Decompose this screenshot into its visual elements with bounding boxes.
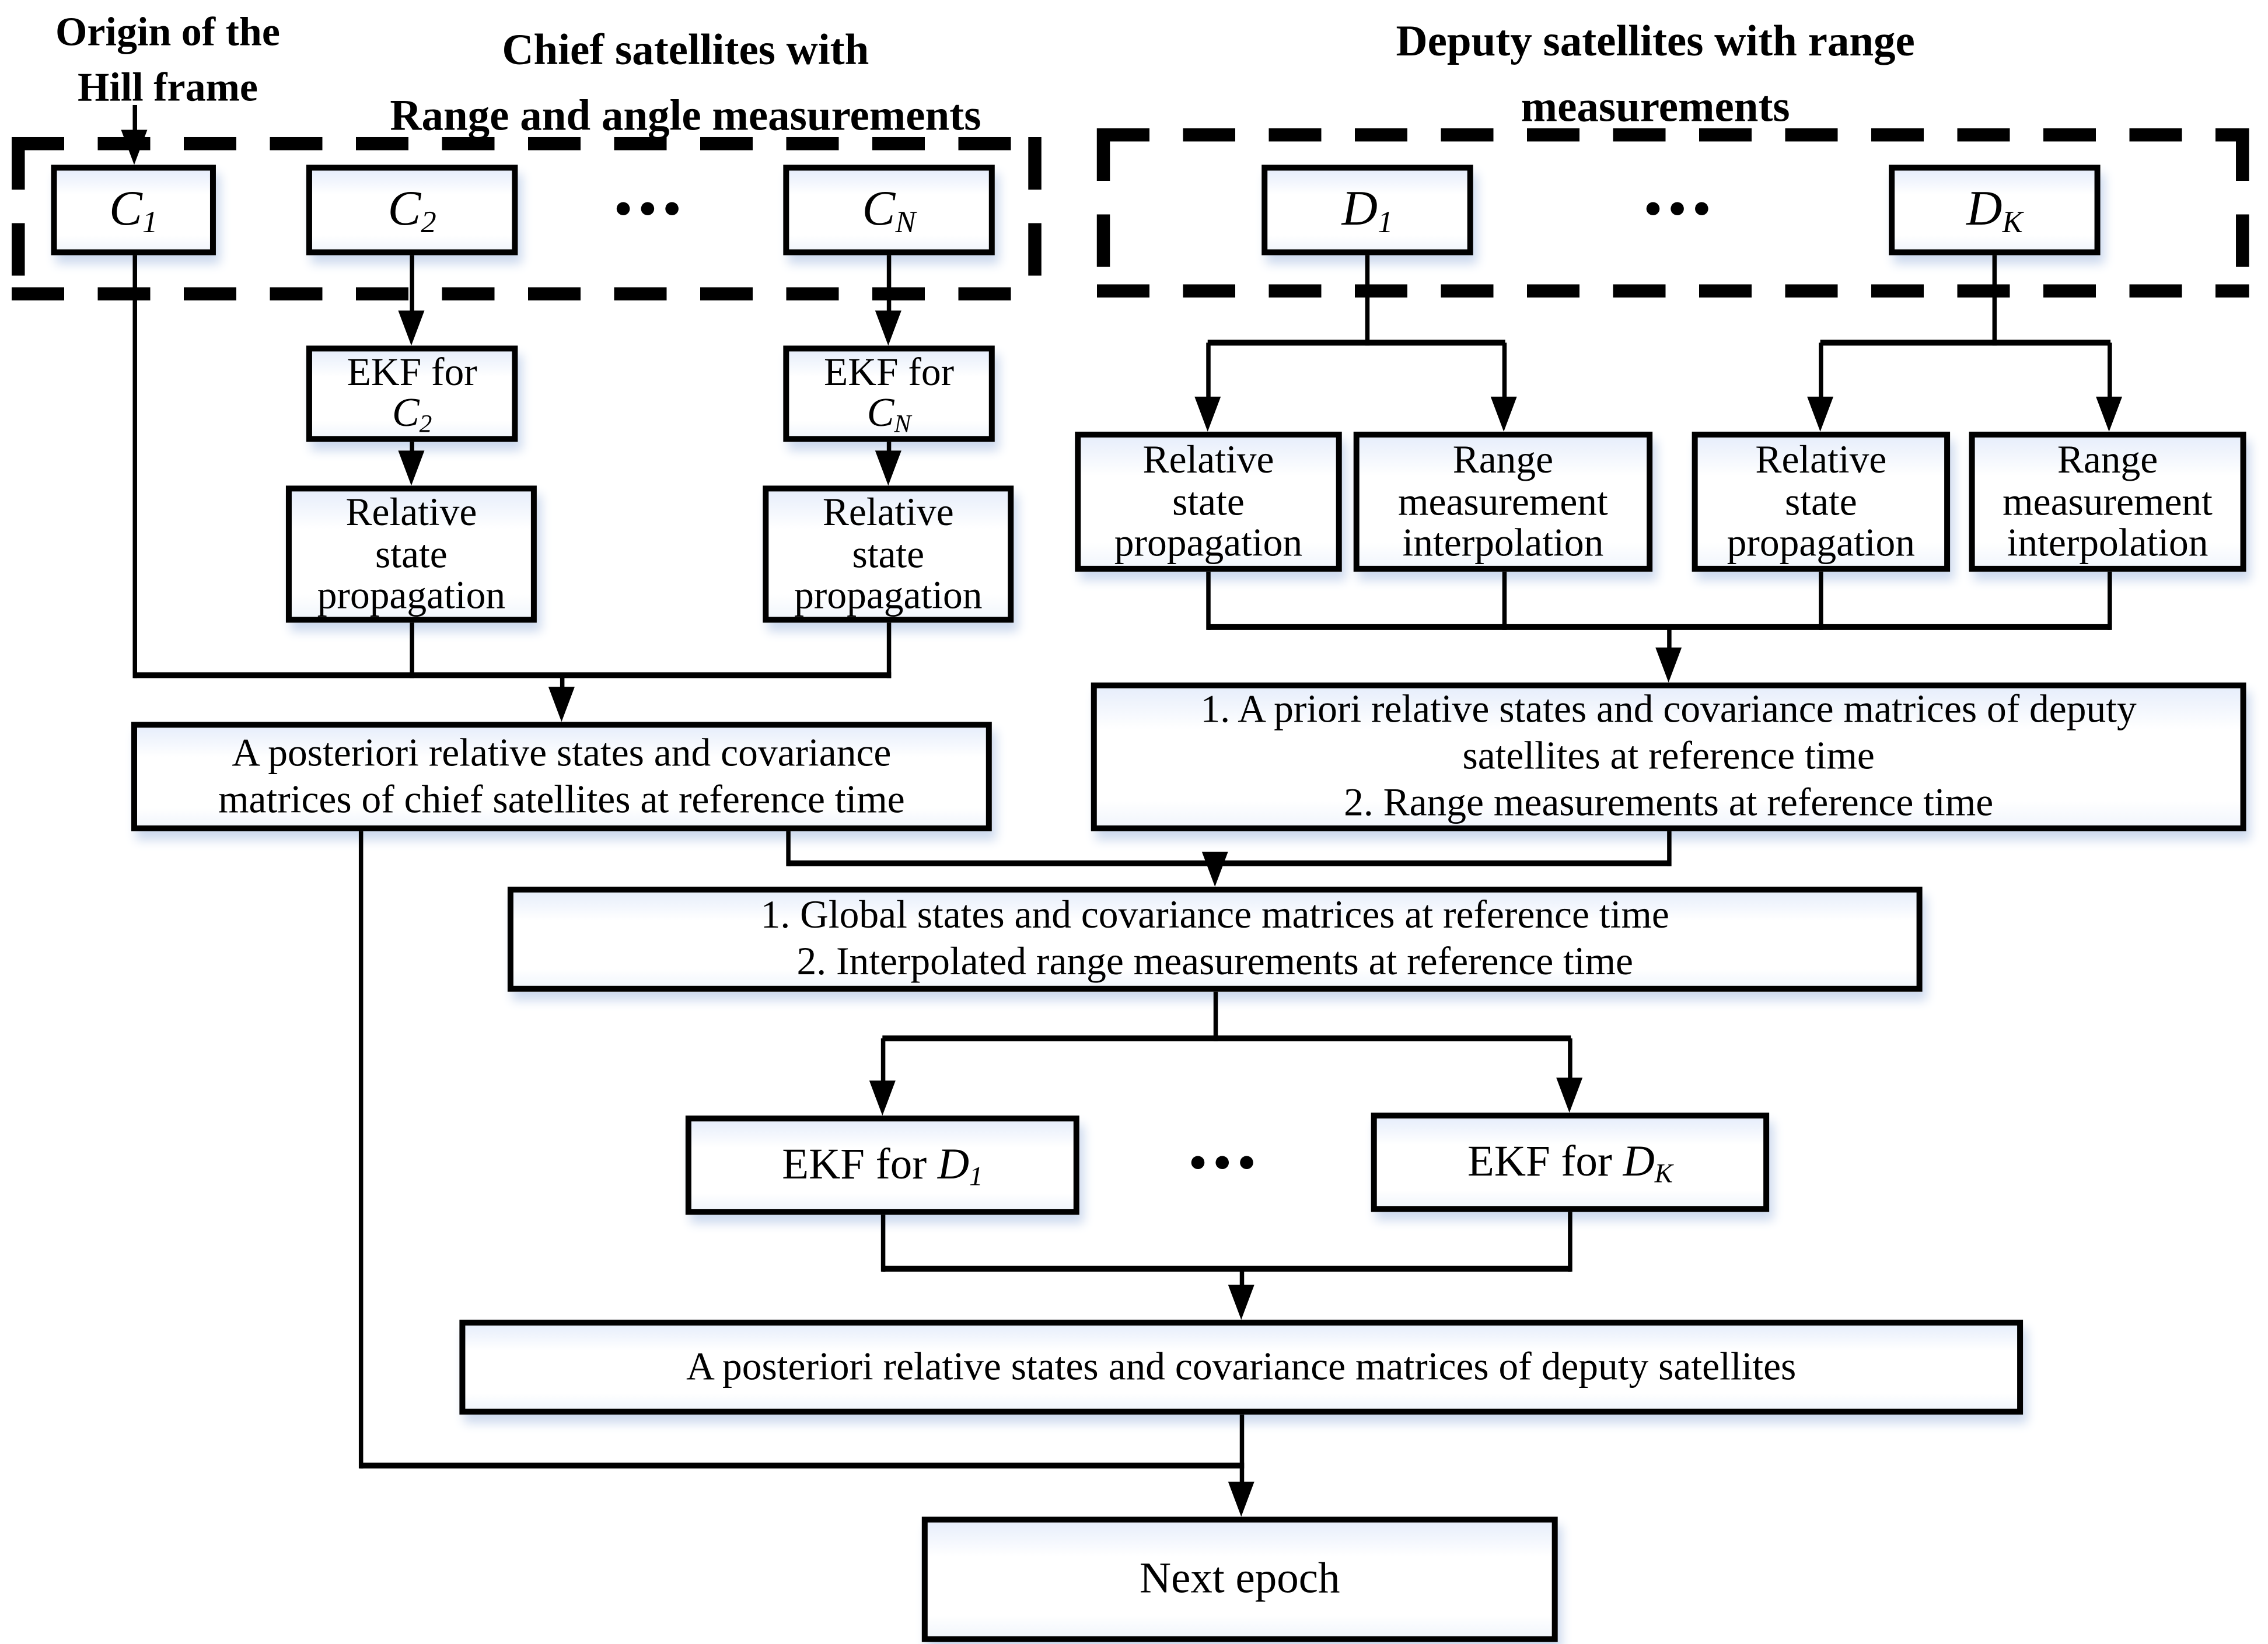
connector-ekf-merge-bar (882, 1265, 1571, 1272)
arrowhead-d1-to-rmi (1490, 396, 1517, 432)
connector-rmid1-down (1502, 571, 1507, 630)
chief-group-dashed-box (11, 137, 1042, 300)
node-cn: CN (783, 165, 995, 256)
arrowhead-to-ekfd1 (869, 1080, 896, 1116)
connector-cn-to-ekf (886, 255, 892, 314)
connector-chief-merge-bar (134, 672, 892, 678)
dashed-edge (1096, 128, 1110, 298)
connector-deputyprior-down (1667, 831, 1672, 866)
connector-dk-to-rsp (1819, 342, 1823, 401)
connector-ekfd1-down (880, 1215, 886, 1272)
node-global-states: 1. Global states and covariance matrices… (507, 886, 1923, 992)
connector-dk-to-rmi (2108, 342, 2112, 401)
arrowhead-ekfcn-to-rsp (875, 450, 901, 486)
connector-merge-to-deputyprior (1667, 627, 1672, 650)
node-rsp-d1: Relative state propagation (1075, 431, 1342, 572)
ellipsis-deputy: ●●● (1644, 189, 1717, 225)
arrowhead-to-deputy-priori (1655, 647, 1682, 683)
connector-deputy-merge-bar (1207, 624, 2111, 630)
ellipsis-ekf-row: ●●● (1189, 1143, 1262, 1178)
node-rsp-c2: Relative state propagation (285, 485, 537, 623)
dashed-edge (2236, 128, 2249, 298)
connector-to-ekfdk (1568, 1038, 1572, 1081)
connector-d1-split-bar (1207, 340, 1505, 346)
connector-bottom-bar (360, 1463, 1245, 1469)
dashed-edge (1028, 137, 1042, 300)
arrowhead-ekfc2-to-rsp (398, 450, 425, 486)
connector-origin-to-c1 (132, 104, 137, 134)
title-chief-group: Chief satellites with Range and angle me… (390, 26, 981, 140)
title-deputy-group: Deputy satellites with range measurement… (1396, 17, 1915, 131)
arrowhead-to-ekfdk (1556, 1078, 1583, 1113)
connector-merge-to-deputypost (1239, 1268, 1245, 1289)
connector-c2-to-ekf (410, 255, 414, 314)
node-d1: D1 (1261, 165, 1473, 256)
connector-rspdk-down (1819, 571, 1823, 630)
node-deputy-priori: 1. A priori relative states and covarian… (1091, 682, 2246, 831)
connector-ekfdk-down (1568, 1212, 1572, 1272)
connector-d1-to-rmi (1502, 342, 1507, 401)
arrowhead-to-chief-posteriori (548, 687, 575, 722)
connector-ekfc2-to-rsp (410, 442, 414, 455)
arrowhead-to-deputy-posteriori (1228, 1285, 1254, 1320)
connector-ekf-split-bar (882, 1035, 1571, 1041)
connector-dk-down (1992, 255, 1997, 346)
connector-global-down (1213, 991, 1218, 1041)
node-dk: DK (1889, 165, 2101, 256)
arrowhead-to-global-states (1201, 851, 1228, 887)
node-rmi-d1: Range measurement interpolation (1353, 431, 1653, 572)
connector-merge-to-chiefpost (560, 675, 565, 693)
connector-dk-split-bar (1820, 340, 2111, 346)
connector-global-merge-bar (787, 860, 1671, 866)
node-c2: C2 (306, 165, 518, 256)
arrowhead-dk-to-rsp (1807, 396, 1834, 432)
connector-deputypost-down (1239, 1414, 1245, 1485)
connector-to-ekfd1 (880, 1038, 886, 1084)
node-next-epoch: Next epoch (921, 1516, 1558, 1642)
label-origin-hill-frame: Origin of the Hill frame (55, 10, 280, 111)
connector-chiefpost-down (786, 831, 791, 866)
node-rmi-dk: Range measurement interpolation (1969, 431, 2246, 572)
connector-d1-to-rsp (1206, 342, 1211, 401)
connector-chiefpost-long-down (358, 831, 364, 1469)
node-ekf-cn: EKF for CN (783, 345, 995, 442)
deputy-group-dashed-box (1096, 128, 2249, 298)
dashed-edge (1096, 284, 2249, 298)
dashed-edge (11, 137, 25, 300)
dashed-edge (1096, 128, 2249, 142)
connector-rmidk-down (2108, 571, 2112, 630)
node-deputy-posteriori: A posteriori relative states and covaria… (459, 1320, 2024, 1415)
node-ekf-c2: EKF for C2 (306, 345, 518, 442)
dashed-edge (11, 137, 1042, 151)
connector-rspcn-down (886, 622, 892, 678)
connector-rspd1-down (1206, 571, 1211, 630)
node-rsp-cn: Relative state propagation (763, 485, 1014, 623)
arrowhead-c2-to-ekf (398, 310, 425, 346)
dashed-edge (11, 287, 1042, 300)
arrowhead-d1-to-rsp (1194, 396, 1221, 432)
arrowhead-origin-to-c1 (121, 130, 148, 165)
connector-d1-down (1365, 255, 1370, 346)
node-rsp-dk: Relative state propagation (1692, 431, 1951, 572)
connector-ekfcn-to-rsp (886, 442, 892, 455)
connector-rspc2-down (410, 622, 414, 678)
ellipsis-chief: ●●● (614, 189, 687, 225)
arrowhead-cn-to-ekf (875, 310, 901, 346)
node-chief-posteriori: A posteriori relative states and covaria… (131, 722, 992, 831)
arrowhead-to-next-epoch (1228, 1481, 1254, 1517)
node-c1: C1 (51, 165, 216, 256)
connector-c1-down (132, 255, 137, 678)
arrowhead-dk-to-rmi (2096, 396, 2123, 432)
